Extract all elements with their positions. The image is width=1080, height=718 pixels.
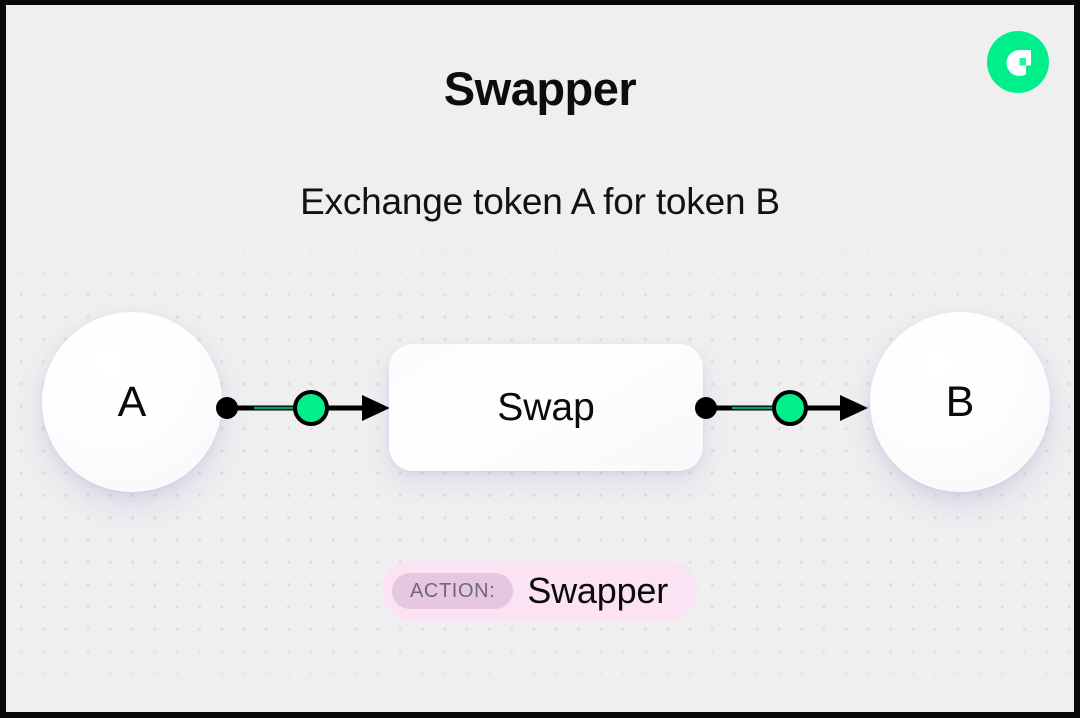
connector-mid-node[interactable] [772,390,808,426]
connector-mid-node[interactable] [293,390,329,426]
node-token-b-label: B [945,377,975,426]
connector-a-to-swap [212,383,392,433]
action-badge-key: ACTION: [391,573,514,609]
node-token-b[interactable]: B [870,312,1050,492]
connector-swap-to-b-graphic [695,390,868,426]
diagram-canvas: Swapper Exchange token A for token B A [6,5,1074,712]
node-token-a[interactable]: A [42,312,222,492]
connector-swap-to-b [692,383,870,433]
action-badge: ACTION: Swapper [381,561,699,621]
page-title: Swapper [443,62,637,115]
connector-start-dot [216,397,238,419]
action-badge-value: Swapper [527,570,669,611]
flow-logo [987,31,1049,93]
page-subtitle: Exchange token A for token B [300,181,780,222]
flow-logo-mark [1006,50,1031,76]
flow-diagram: A Swap [6,5,1074,712]
node-swap-label: Swap [497,385,595,429]
node-token-a-label: A [117,377,147,426]
node-swap[interactable]: Swap [389,344,703,471]
connector-start-dot [695,397,717,419]
connector-arrowhead [840,395,868,421]
connector-a-to-swap-graphic [216,390,390,426]
connector-arrowhead [362,395,390,421]
